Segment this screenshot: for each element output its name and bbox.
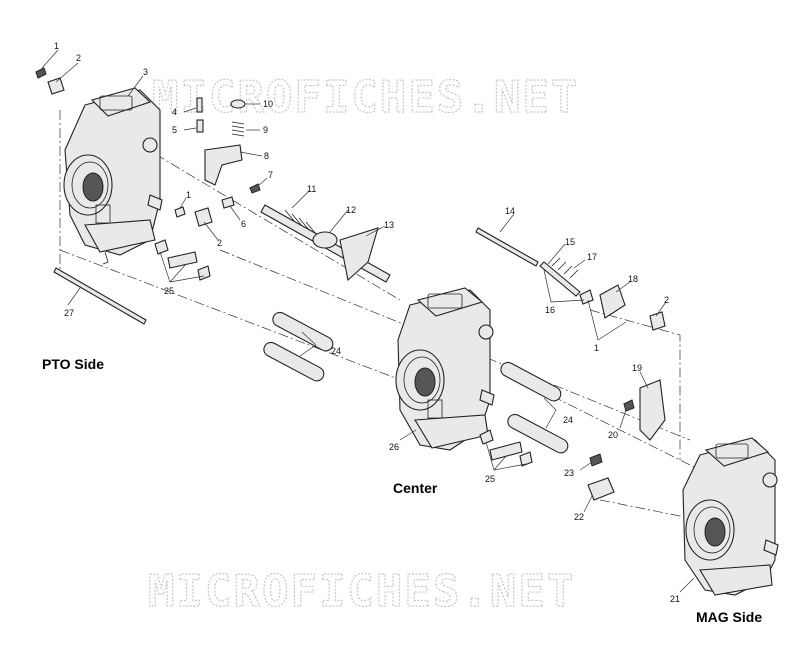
carburetor-mag <box>682 437 779 596</box>
callout-2: 2 <box>76 53 81 63</box>
callout-numbers: 1 2 3 4 5 10 9 8 7 6 1 2 11 12 13 25 27 … <box>54 41 680 604</box>
callout-5: 5 <box>172 125 177 135</box>
label-pto-side: PTO Side <box>42 356 104 372</box>
callout-22: 22 <box>574 512 584 522</box>
callout-12: 12 <box>346 205 356 215</box>
watermark-bottom: MICROFICHES.NET <box>148 566 575 617</box>
leader-lines <box>41 49 695 593</box>
callout-23: 23 <box>564 468 574 478</box>
callout-25-pto: 25 <box>164 286 174 296</box>
callout-9: 9 <box>263 125 268 135</box>
callout-17: 17 <box>587 252 597 262</box>
callout-24-left: 24 <box>331 346 341 356</box>
label-mag-side: MAG Side <box>696 609 762 625</box>
callout-14: 14 <box>505 206 515 216</box>
callout-16: 16 <box>545 305 555 315</box>
callout-6: 6 <box>241 219 246 229</box>
rods-and-hoses <box>53 227 581 454</box>
callout-1: 1 <box>54 41 59 51</box>
callout-25-center: 25 <box>485 474 495 484</box>
callout-27: 27 <box>64 308 74 318</box>
callout-2-pto: 2 <box>217 238 222 248</box>
callout-3: 3 <box>143 67 148 77</box>
callout-13: 13 <box>384 220 394 230</box>
callout-1-mag: 1 <box>594 343 599 353</box>
small-parts <box>35 67 666 501</box>
watermark-top: MICROFICHES.NET <box>152 72 579 123</box>
callout-10: 10 <box>263 99 273 109</box>
callout-4: 4 <box>172 107 177 117</box>
callout-26: 26 <box>389 442 399 452</box>
callout-1-pto: 1 <box>186 190 191 200</box>
callout-21: 21 <box>670 594 680 604</box>
callout-2-mag: 2 <box>664 295 669 305</box>
callout-8: 8 <box>264 151 269 161</box>
callout-24-right: 24 <box>563 415 573 425</box>
callout-7: 7 <box>268 170 273 180</box>
throttle-shaft <box>260 204 391 283</box>
label-center: Center <box>393 480 438 496</box>
callout-20: 20 <box>608 430 618 440</box>
callout-11: 11 <box>307 184 316 194</box>
callout-15: 15 <box>565 237 575 247</box>
callout-19: 19 <box>632 363 642 373</box>
carburetor-center <box>395 287 495 451</box>
callout-18: 18 <box>628 274 638 284</box>
carburetor-pto <box>63 87 163 265</box>
